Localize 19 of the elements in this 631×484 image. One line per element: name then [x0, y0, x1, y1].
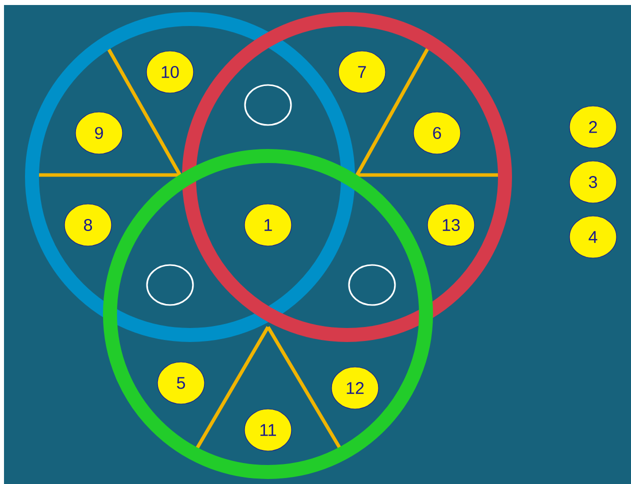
- set-circle: [103, 149, 433, 479]
- set-circle: [182, 12, 512, 342]
- number-oval: 3: [569, 160, 617, 204]
- empty-oval: [348, 264, 396, 306]
- number-oval: 4: [569, 216, 617, 258]
- number-oval: 11: [244, 408, 292, 452]
- number-oval: 13: [427, 204, 475, 246]
- number-oval: 1: [244, 204, 292, 246]
- number-oval: 10: [146, 50, 194, 94]
- number-oval: 8: [64, 204, 112, 246]
- number-oval: 5: [157, 362, 205, 404]
- empty-oval: [244, 84, 292, 126]
- number-oval: 7: [338, 50, 386, 94]
- empty-oval: [146, 264, 194, 306]
- set-circle: [25, 12, 355, 342]
- number-oval: 2: [569, 106, 617, 148]
- number-oval: 9: [75, 112, 123, 154]
- number-oval: 6: [413, 112, 461, 154]
- number-oval: 12: [331, 366, 379, 410]
